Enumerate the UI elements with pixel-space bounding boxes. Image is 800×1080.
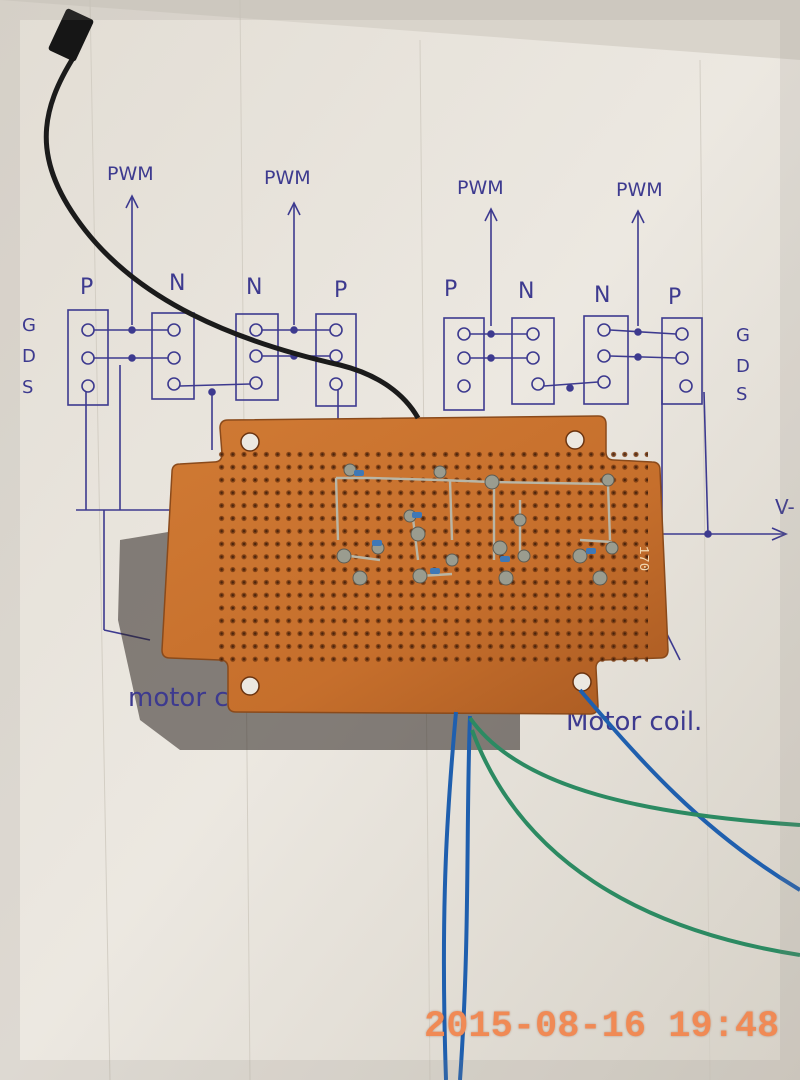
type-label-6: N bbox=[518, 279, 534, 304]
mounting-holes bbox=[240, 430, 592, 696]
rail-label: V- bbox=[775, 495, 795, 519]
type-label-1: P bbox=[80, 275, 93, 300]
schematic-labels: PWM PWM PWM PWM bbox=[107, 163, 663, 201]
board-silkscreen: 170 bbox=[635, 546, 651, 571]
pin-label-d-right: D bbox=[736, 356, 750, 377]
pwm-label-2: PWM bbox=[264, 167, 311, 189]
pwm-label-4: PWM bbox=[616, 179, 663, 201]
photo-timestamp: 2015-08-16 19:48 bbox=[424, 1006, 780, 1048]
type-label-7: N bbox=[594, 283, 610, 308]
pin-label-s-right: S bbox=[736, 384, 747, 405]
transistor-type-labels: P N N P P N N P bbox=[80, 271, 681, 310]
green-wires bbox=[468, 716, 800, 957]
schematic-drawing bbox=[67, 194, 789, 661]
pwm-label-1: PWM bbox=[107, 163, 154, 185]
type-label-3: N bbox=[246, 275, 262, 300]
solder-components bbox=[334, 463, 619, 586]
pin-label-d-left: D bbox=[22, 346, 36, 367]
blue-wires bbox=[441, 688, 800, 1080]
type-label-5: P bbox=[444, 277, 457, 302]
pin-label-s-left: S bbox=[22, 377, 33, 398]
pin-label-g-left: G bbox=[22, 315, 36, 336]
type-label-8: P bbox=[668, 285, 681, 310]
pin-label-g-right: G bbox=[736, 325, 750, 346]
pin-labels-left: G D S bbox=[22, 315, 36, 398]
type-label-4: P bbox=[334, 278, 347, 303]
pin-labels-right: G D S bbox=[736, 325, 750, 405]
type-label-2: N bbox=[169, 271, 185, 296]
perfboard: 170 bbox=[161, 415, 669, 715]
black-wire bbox=[43, 8, 421, 420]
pwm-label-3: PWM bbox=[457, 177, 504, 199]
